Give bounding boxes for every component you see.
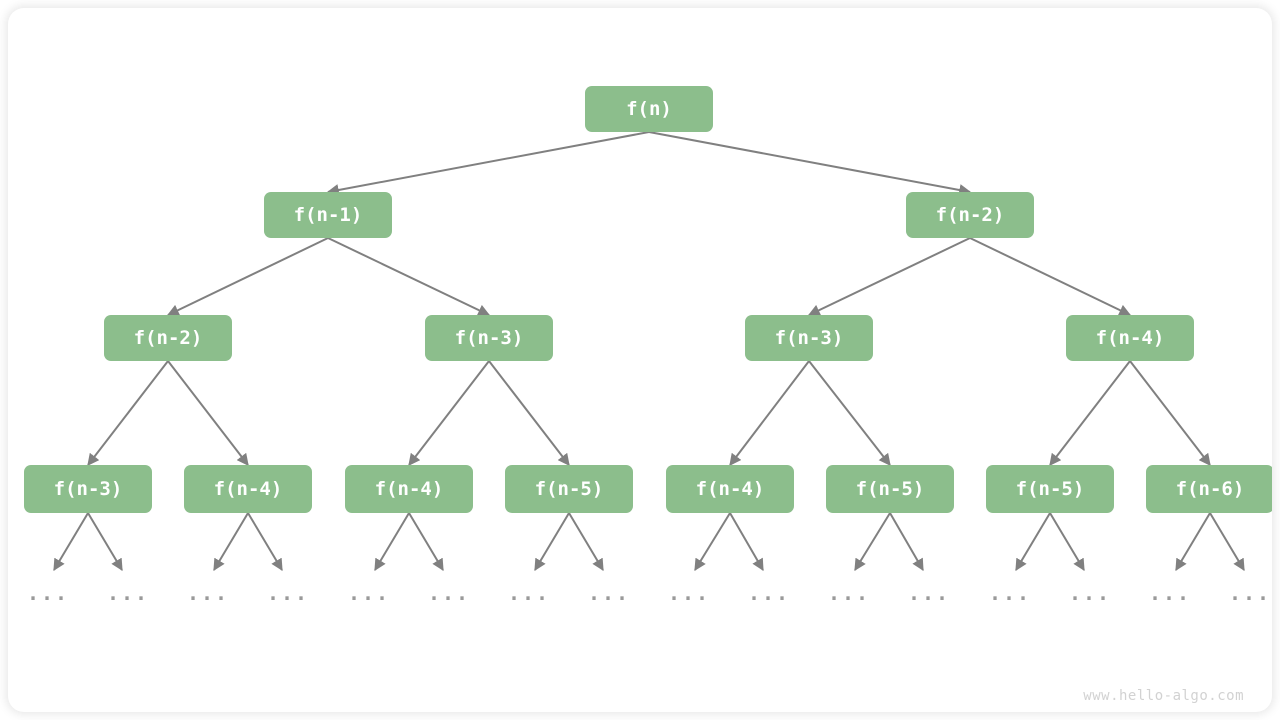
edge-l3-l4-1 (87, 512, 123, 572)
edge-l1-l2-3 (969, 237, 1132, 316)
tree-node-l3-2: f(n-4) (345, 465, 473, 513)
ellipsis-marker-5: ... (427, 581, 471, 605)
ellipsis-marker-10: ... (827, 581, 871, 605)
tree-node-l0-0: f(n) (585, 86, 713, 132)
edge-l2-l3-2 (408, 360, 490, 466)
edge-l3-l4-15 (1209, 512, 1245, 572)
edge-l2-l3-6 (1049, 360, 1131, 466)
ellipsis-marker-15: ... (1228, 581, 1272, 605)
edge-l3-l4-4 (374, 512, 410, 572)
ellipsis-marker-12: ... (988, 581, 1032, 605)
recursion-tree: f(n) f(n-1) f(n-2) f(n-2) f(n-3) f(n-3) f(n-4)… (8, 8, 1272, 712)
ellipsis-marker-4: ... (347, 581, 391, 605)
edge-l3-l4-2 (213, 512, 249, 572)
edge-l1-l2-1 (327, 237, 491, 316)
edge-l2-l3-3 (488, 360, 570, 466)
edge-l0-l1-1 (648, 131, 972, 196)
ellipsis-marker-7: ... (587, 581, 631, 605)
edge-l3-l4-12 (1015, 512, 1051, 572)
edge-l3-l4-13 (1049, 512, 1085, 572)
edge-l1-l2-0 (166, 237, 329, 316)
ellipsis-marker-13: ... (1068, 581, 1112, 605)
edge-l2-l3-4 (729, 360, 810, 466)
ellipsis-marker-0: ... (26, 581, 70, 605)
edge-l0-l1-0 (326, 131, 650, 196)
tree-node-l3-6: f(n-5) (986, 465, 1114, 513)
edge-l3-l4-3 (247, 512, 283, 572)
tree-node-l2-0: f(n-2) (104, 315, 232, 361)
tree-node-l2-3: f(n-4) (1066, 315, 1194, 361)
edge-l3-l4-0 (53, 512, 89, 572)
tree-node-l2-1: f(n-3) (425, 315, 553, 361)
edge-l3-l4-14 (1175, 512, 1211, 572)
tree-node-l3-5: f(n-5) (826, 465, 954, 513)
watermark-label: www.hello-algo.com (1083, 688, 1244, 704)
tree-node-l1-0: f(n-1) (264, 192, 392, 238)
edge-l3-l4-9 (729, 512, 764, 572)
ellipsis-marker-14: ... (1148, 581, 1192, 605)
ellipsis-marker-1: ... (106, 581, 150, 605)
tree-node-l3-7: f(n-6) (1146, 465, 1272, 513)
edge-l3-l4-11 (889, 512, 924, 572)
edge-l3-l4-6 (534, 512, 570, 572)
tree-node-l3-4: f(n-4) (666, 465, 794, 513)
ellipsis-marker-9: ... (747, 581, 791, 605)
tree-node-l3-0: f(n-3) (24, 465, 152, 513)
ellipsis-marker-3: ... (266, 581, 310, 605)
edge-l2-l3-0 (87, 360, 169, 466)
edge-l3-l4-7 (568, 512, 604, 572)
tree-node-l3-3: f(n-5) (505, 465, 633, 513)
edge-l3-l4-8 (694, 512, 731, 572)
edge-l2-l3-1 (167, 360, 249, 466)
edge-l2-l3-7 (1129, 360, 1211, 466)
edge-l3-l4-5 (408, 512, 444, 572)
edge-l3-l4-10 (854, 512, 891, 572)
ellipsis-marker-8: ... (667, 581, 711, 605)
tree-node-l1-1: f(n-2) (906, 192, 1034, 238)
diagram-card: f(n) f(n-1) f(n-2) f(n-2) f(n-3) f(n-3) f(n-4)… (8, 8, 1272, 712)
edge-l1-l2-2 (807, 237, 971, 316)
ellipsis-marker-11: ... (907, 581, 951, 605)
ellipsis-marker-6: ... (507, 581, 551, 605)
ellipsis-marker-2: ... (186, 581, 230, 605)
edge-l2-l3-5 (808, 360, 891, 466)
tree-node-l2-2: f(n-3) (745, 315, 873, 361)
tree-node-l3-1: f(n-4) (184, 465, 312, 513)
